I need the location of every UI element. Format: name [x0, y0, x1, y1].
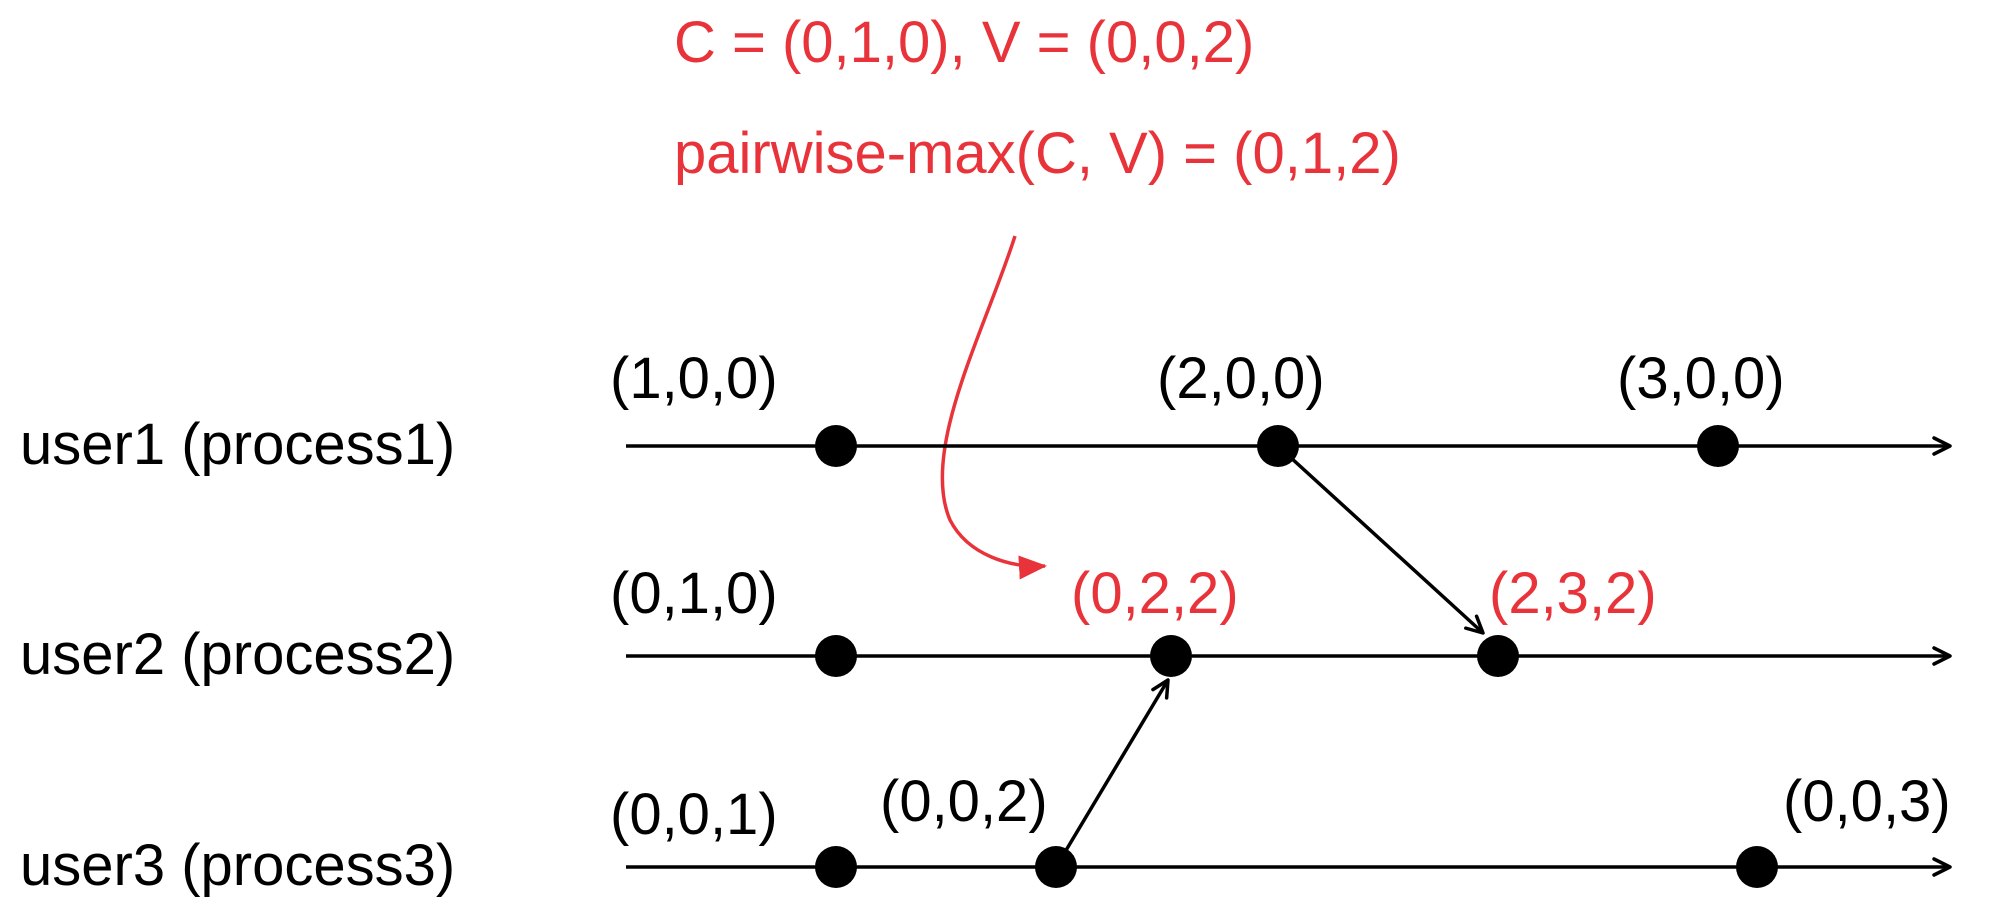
event-label-user2-2: (0,2,2): [1071, 561, 1239, 626]
event-dot-user3-1: [815, 846, 857, 888]
event-label-user2-3: (2,3,2): [1489, 561, 1657, 626]
process-label-user2: user2 (process2): [20, 622, 455, 687]
message-arrow-user3-to-user2: [1054, 678, 1170, 868]
process-label-user3: user3 (process3): [20, 833, 455, 898]
annotation-pointer-arrow: [940, 235, 1047, 580]
event-label-user2-1: (0,1,0): [610, 561, 778, 626]
event-label-user3-3: (0,0,3): [1783, 769, 1951, 834]
annotation-line-2: pairwise-max(C, V) = (0,1,2): [674, 121, 1401, 186]
event-dot-user2-2: [1150, 635, 1192, 677]
event-dot-user2-3: [1477, 635, 1519, 677]
event-label-user3-1: (0,0,1): [610, 782, 778, 847]
event-dot-user3-3: [1736, 846, 1778, 888]
message-arrow-user1-to-user2: [1276, 444, 1485, 635]
event-dot-user3-2: [1035, 846, 1077, 888]
event-label-user1-2: (2,0,0): [1157, 346, 1325, 411]
event-label-user1-3: (3,0,0): [1617, 346, 1785, 411]
annotation-line-1: C = (0,1,0), V = (0,0,2): [674, 10, 1254, 75]
process-label-user1: user1 (process1): [20, 412, 455, 477]
event-label-user3-2: (0,0,2): [880, 769, 1048, 834]
event-dot-user1-3: [1697, 425, 1739, 467]
event-dot-user1-2: [1257, 425, 1299, 467]
event-dot-user1-1: [815, 425, 857, 467]
event-label-user1-1: (1,0,0): [610, 346, 778, 411]
event-dot-user2-1: [815, 635, 857, 677]
